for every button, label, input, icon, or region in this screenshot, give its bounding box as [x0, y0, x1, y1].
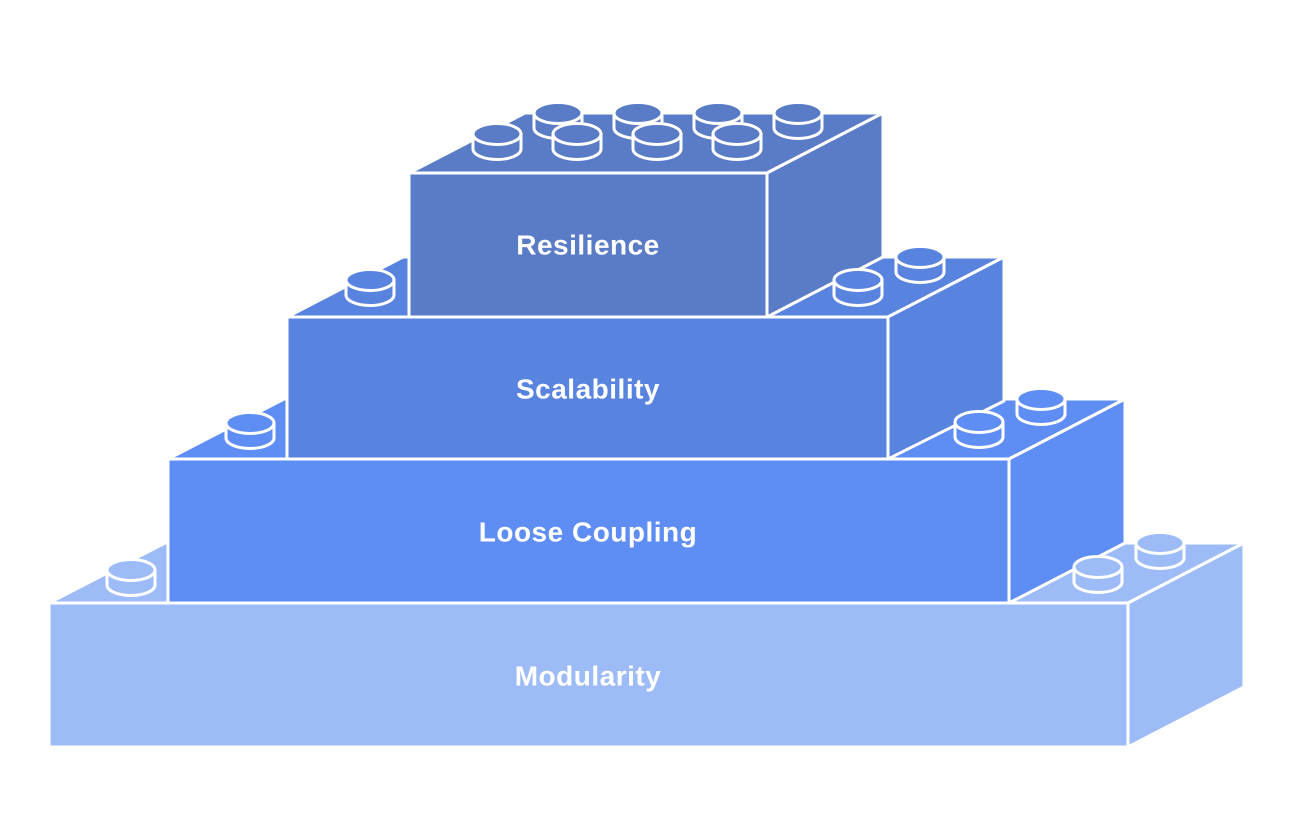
brick-label-resilience: Resilience	[516, 230, 660, 261]
studs-layer	[105, 101, 1186, 597]
lego-stud	[471, 122, 523, 161]
lego-stud	[711, 122, 763, 161]
brick-front-face	[407, 171, 769, 319]
lego-stud	[953, 410, 1005, 449]
lego-stud	[631, 122, 683, 161]
lego-stud	[1134, 531, 1186, 570]
lego-stud	[105, 558, 157, 597]
lego-stud	[832, 268, 884, 307]
brick-label-scalability: Scalability	[516, 374, 660, 405]
lego-stud	[551, 122, 603, 161]
bricks-layer	[47, 111, 1246, 749]
labels-layer: Resilience Scalability Loose Coupling Mo…	[479, 230, 698, 692]
lego-stud	[344, 268, 396, 307]
lego-stud	[224, 411, 276, 450]
lego-stud	[772, 101, 824, 140]
lego-stud	[894, 245, 946, 284]
brick-label-modularity: Modularity	[515, 661, 662, 692]
brick-label-loose-coupling: Loose Coupling	[479, 517, 698, 548]
lego-stud	[1072, 555, 1124, 594]
lego-stud	[1015, 387, 1067, 426]
lego-stud	[532, 101, 584, 140]
